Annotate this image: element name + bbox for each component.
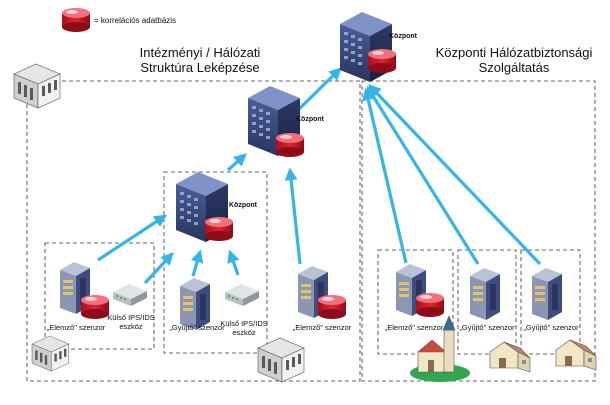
arrow-analyzer2-to-lowerhub: [284, 167, 302, 265]
house-icon: [489, 341, 531, 373]
legend: = korrelációs adatbázis: [62, 8, 176, 32]
left-region-title-line2: Struktúra Leképzése: [140, 60, 259, 75]
group-box-right-collector-2: [520, 249, 581, 355]
legend-text: = korrelációs adatbázis: [94, 16, 176, 25]
left-region-box: [26, 80, 361, 382]
ips-2-label-line2: eszköz: [232, 328, 256, 337]
collector-sensor-3: „Gyűjtő" szenzor: [523, 268, 579, 332]
arrow-ips1-to-middlehub: [143, 252, 174, 285]
ips-device-icon: [113, 284, 147, 306]
building-icon: [13, 63, 61, 109]
top-hub-label: Központ: [389, 33, 418, 40]
database-icon: [205, 217, 233, 241]
collector-3-label: „Gyűjtő" szenzor: [523, 323, 579, 332]
database-icon: [318, 295, 346, 319]
building-icon: [257, 337, 305, 383]
arrow-collector2-to-top: [366, 85, 480, 265]
right-region-title-line1: Központi Hálózatbiztonsági: [436, 45, 593, 60]
group-box-right-collector-1: [457, 249, 517, 355]
ips-device-icon: [225, 284, 259, 306]
server-icon: [532, 268, 562, 320]
group-box-right-analyzer: [377, 249, 454, 355]
middle-hub-label: Központ: [229, 202, 258, 209]
analyzer-1-label: „Elemző" szenzor: [47, 323, 106, 332]
server-icon: [470, 268, 500, 320]
database-icon: [81, 295, 109, 319]
arrow-analyzer1-to-middlehub: [97, 214, 168, 262]
database-icon: [368, 49, 396, 73]
database-icon: [416, 293, 444, 317]
arrows: [97, 67, 542, 285]
middle-hub: Központ: [176, 172, 258, 242]
database-icon: [62, 8, 90, 32]
arrow-lowerhub-to-top: [294, 67, 342, 114]
arrow-collector3-to-top: [368, 84, 542, 266]
analyzer-sensor-3: „Elemző" szenzor: [385, 264, 444, 332]
group-box-analyzer-ips: [44, 242, 155, 350]
arrow-middlehub-to-lowerhub: [226, 153, 247, 172]
analyzer-sensor-1: „Elemző" szenzor: [47, 262, 109, 332]
top-hub: Központ: [340, 12, 418, 82]
ips-1-label-line2: eszköz: [119, 322, 143, 331]
arrow-collector1-to-middlehub: [190, 249, 204, 277]
ips-1-label-line1: Külső IPS/IDS: [107, 313, 155, 322]
ips-device-1: Külső IPS/IDS eszköz: [107, 284, 155, 331]
church-icon: [410, 315, 470, 382]
database-icon: [276, 133, 304, 157]
analyzer-3-label: „Elemző" szenzor: [385, 323, 444, 332]
lower-hub-label: Központ: [296, 116, 325, 123]
arrow-ips2-to-middlehub: [227, 249, 240, 276]
analyzer-2-label: „Elemző" szenzor: [293, 323, 352, 332]
collector-1-label: „Gyűjtő" szenzor: [169, 323, 225, 332]
arrow-analyzer3-to-top: [362, 87, 408, 264]
building-icon: [31, 335, 70, 372]
left-region-title-line1: Intézményi / Hálózati: [140, 45, 261, 60]
collector-sensor-1: „Gyűjtő" szenzor: [169, 278, 225, 332]
collector-sensor-2: „Gyűjtő" szenzor: [459, 268, 515, 332]
ips-device-2: Külső IPS/IDS eszköz: [220, 284, 268, 337]
analyzer-sensor-2: „Elemző" szenzor: [293, 266, 352, 332]
right-region-title-line2: Szolgáltatás: [479, 60, 550, 75]
lower-hub: Központ: [248, 86, 325, 157]
collector-2-label: „Gyűjtő" szenzor: [459, 323, 515, 332]
house-icon: [555, 339, 597, 371]
ips-2-label-line1: Külső IPS/IDS: [220, 319, 268, 328]
right-region-box: [361, 80, 596, 382]
